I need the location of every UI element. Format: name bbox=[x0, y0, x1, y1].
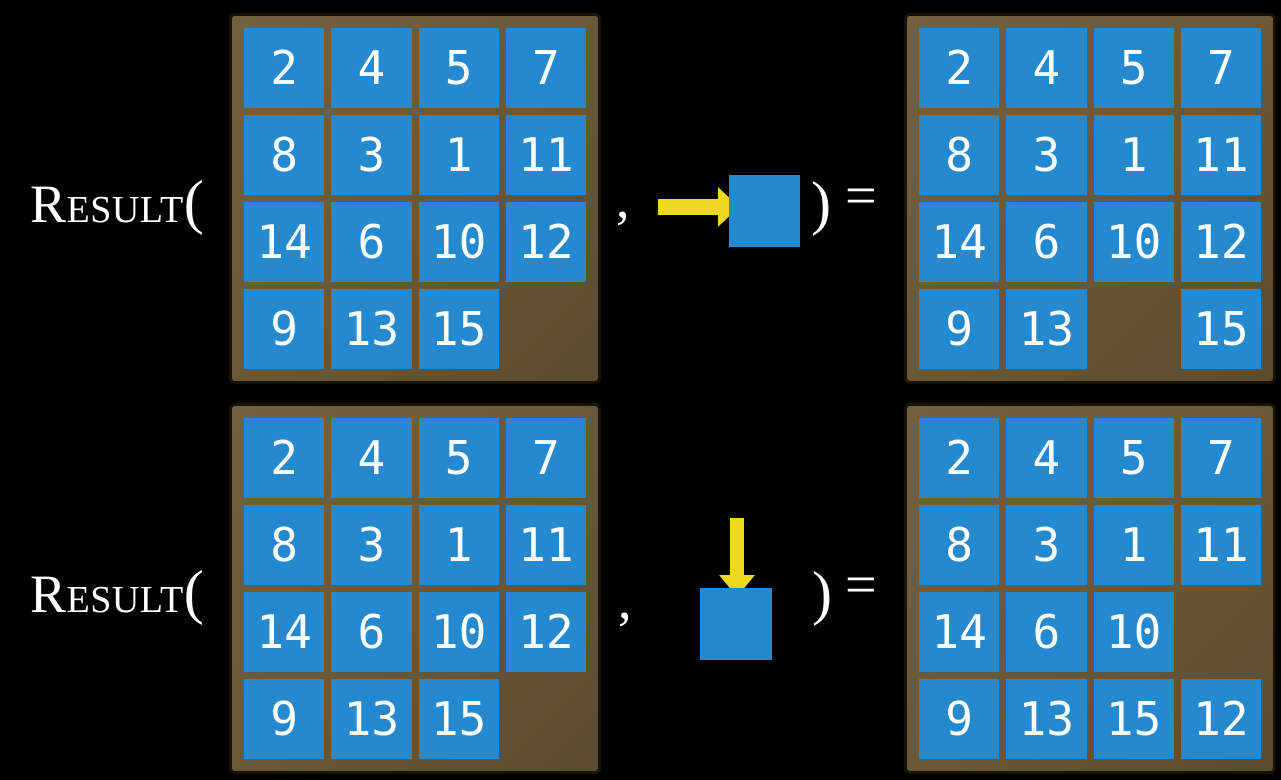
right-arrow-icon bbox=[658, 187, 739, 227]
tile-2: 2 bbox=[919, 418, 1000, 498]
tile-2: 2 bbox=[244, 28, 325, 108]
tile-1: 1 bbox=[1093, 505, 1174, 585]
result-function-label: Result( bbox=[30, 562, 204, 622]
tile-9: 9 bbox=[919, 289, 1000, 369]
arrow-shaft bbox=[658, 199, 720, 215]
blank-cell bbox=[506, 679, 586, 759]
tile-12: 12 bbox=[1180, 202, 1261, 282]
tile-15: 15 bbox=[418, 289, 499, 369]
comma-separator: , bbox=[616, 169, 630, 229]
tile-5: 5 bbox=[418, 418, 499, 498]
arrow-shaft bbox=[730, 518, 744, 576]
tile-11: 11 bbox=[505, 505, 586, 585]
down-arrow-icon bbox=[719, 518, 755, 598]
tile-2: 2 bbox=[919, 28, 1000, 108]
tile-7: 7 bbox=[1180, 28, 1261, 108]
tile-15: 15 bbox=[1180, 289, 1261, 369]
tile-5: 5 bbox=[418, 28, 499, 108]
tile-8: 8 bbox=[244, 505, 325, 585]
tile-1: 1 bbox=[418, 505, 499, 585]
tile-6: 6 bbox=[1006, 202, 1087, 282]
tile-14: 14 bbox=[919, 202, 1000, 282]
tile-14: 14 bbox=[244, 202, 325, 282]
tile-3: 3 bbox=[331, 115, 412, 195]
tile-13: 13 bbox=[1006, 289, 1087, 369]
tile-11: 11 bbox=[1180, 505, 1261, 585]
tile-2: 2 bbox=[244, 418, 325, 498]
tile-3: 3 bbox=[331, 505, 412, 585]
tile-4: 4 bbox=[1006, 418, 1087, 498]
blank-tile-square bbox=[700, 588, 772, 660]
tile-5: 5 bbox=[1093, 28, 1174, 108]
blank-cell bbox=[506, 289, 586, 369]
tile-1: 1 bbox=[418, 115, 499, 195]
tile-11: 11 bbox=[1180, 115, 1261, 195]
result-function-label: Result( bbox=[30, 172, 204, 232]
tile-7: 7 bbox=[1180, 418, 1261, 498]
tile-14: 14 bbox=[919, 592, 1000, 672]
tile-7: 7 bbox=[505, 28, 586, 108]
tile-10: 10 bbox=[1093, 202, 1174, 282]
open-paren: ( bbox=[183, 559, 204, 625]
tile-10: 10 bbox=[418, 202, 499, 282]
tile-15: 15 bbox=[1093, 679, 1174, 759]
close-paren: ) bbox=[812, 560, 832, 626]
tile-15: 15 bbox=[418, 679, 499, 759]
tile-6: 6 bbox=[1006, 592, 1087, 672]
tile-8: 8 bbox=[244, 115, 325, 195]
blank-cell bbox=[1181, 592, 1261, 672]
tile-7: 7 bbox=[505, 418, 586, 498]
tile-1: 1 bbox=[1093, 115, 1174, 195]
tile-12: 12 bbox=[1180, 679, 1261, 759]
tile-6: 6 bbox=[331, 592, 412, 672]
tile-13: 13 bbox=[1006, 679, 1087, 759]
tile-13: 13 bbox=[331, 679, 412, 759]
tile-8: 8 bbox=[919, 505, 1000, 585]
comma-separator: , bbox=[618, 570, 632, 630]
tile-4: 4 bbox=[1006, 28, 1087, 108]
tile-9: 9 bbox=[919, 679, 1000, 759]
tile-10: 10 bbox=[418, 592, 499, 672]
tile-8: 8 bbox=[919, 115, 1000, 195]
tile-10: 10 bbox=[1093, 592, 1174, 672]
tile-13: 13 bbox=[331, 289, 412, 369]
blank-cell bbox=[1094, 289, 1174, 369]
blank-tile-square bbox=[729, 175, 800, 247]
equals-sign: = bbox=[845, 554, 877, 616]
tile-12: 12 bbox=[505, 592, 586, 672]
tile-9: 9 bbox=[244, 679, 325, 759]
tile-11: 11 bbox=[505, 115, 586, 195]
tile-3: 3 bbox=[1006, 115, 1087, 195]
function-name: Result bbox=[30, 564, 184, 624]
equals-sign: = bbox=[845, 165, 877, 227]
function-name: Result bbox=[30, 174, 184, 234]
tile-3: 3 bbox=[1006, 505, 1087, 585]
open-paren: ( bbox=[183, 169, 204, 235]
tile-6: 6 bbox=[331, 202, 412, 282]
tile-5: 5 bbox=[1093, 418, 1174, 498]
tile-4: 4 bbox=[331, 418, 412, 498]
tile-4: 4 bbox=[331, 28, 412, 108]
tile-9: 9 bbox=[244, 289, 325, 369]
tile-14: 14 bbox=[244, 592, 325, 672]
close-paren: ) bbox=[811, 170, 831, 236]
tile-12: 12 bbox=[505, 202, 586, 282]
